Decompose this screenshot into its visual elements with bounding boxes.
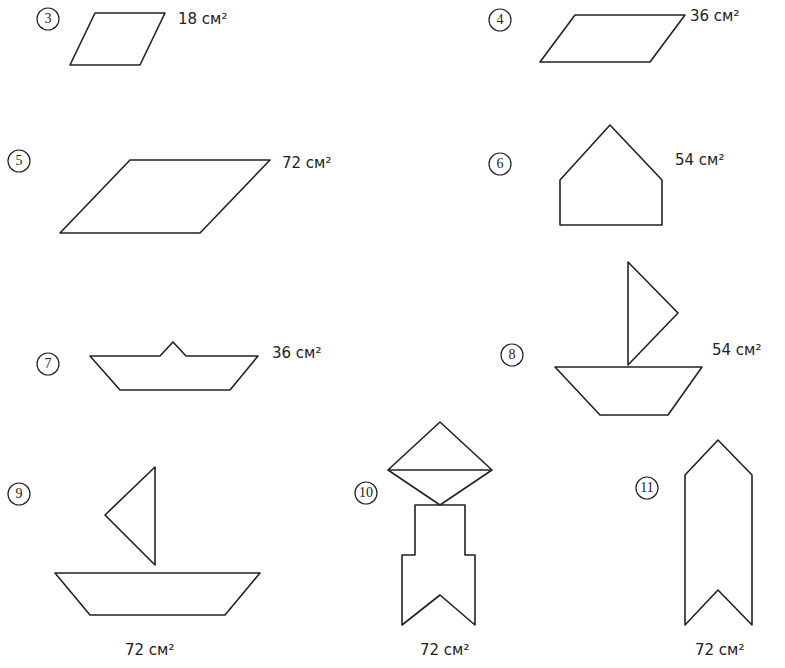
callout-number: 7 (36, 352, 60, 376)
callout-circle: 7 (36, 352, 60, 376)
callout-number: 4 (488, 8, 512, 32)
callout-circle: 9 (7, 482, 31, 506)
callout-circle: 3 (36, 7, 60, 31)
area-label: 18 см² (178, 10, 227, 28)
callout-number: 6 (488, 152, 512, 176)
body-figure (402, 505, 475, 625)
callout-number: 3 (36, 7, 60, 31)
parallelogram (70, 13, 165, 65)
sail-triangle (628, 262, 678, 365)
parallelogram (540, 15, 685, 62)
callout-number: 8 (500, 343, 524, 367)
area-label: 72 см² (125, 641, 174, 659)
boat-figure (90, 342, 258, 390)
parallelogram (60, 160, 270, 233)
area-label: 36 см² (272, 344, 321, 362)
area-label: 54 см² (675, 151, 724, 169)
boat-hull (55, 573, 260, 615)
area-label: 72 см² (282, 154, 331, 172)
area-label: 72 см² (420, 641, 469, 659)
boat-hull (555, 367, 702, 415)
callout-number: 9 (7, 482, 31, 506)
callout-circle: 4 (488, 8, 512, 32)
area-label: 36 см² (690, 7, 739, 25)
callout-number: 11 (635, 476, 659, 500)
callout-circle: 10 (354, 481, 378, 505)
callout-number: 5 (7, 149, 31, 173)
sail-triangle (105, 467, 155, 565)
house-figure (560, 125, 662, 225)
arrow-figure (685, 440, 752, 625)
callout-circle: 11 (635, 476, 659, 500)
area-label: 72 см² (695, 641, 744, 659)
callout-circle: 8 (500, 343, 524, 367)
callout-circle: 5 (7, 149, 31, 173)
callout-circle: 6 (488, 152, 512, 176)
inner-line (388, 469, 492, 471)
callout-number: 10 (354, 481, 378, 505)
head-figure (388, 422, 492, 505)
area-label: 54 см² (712, 341, 761, 359)
